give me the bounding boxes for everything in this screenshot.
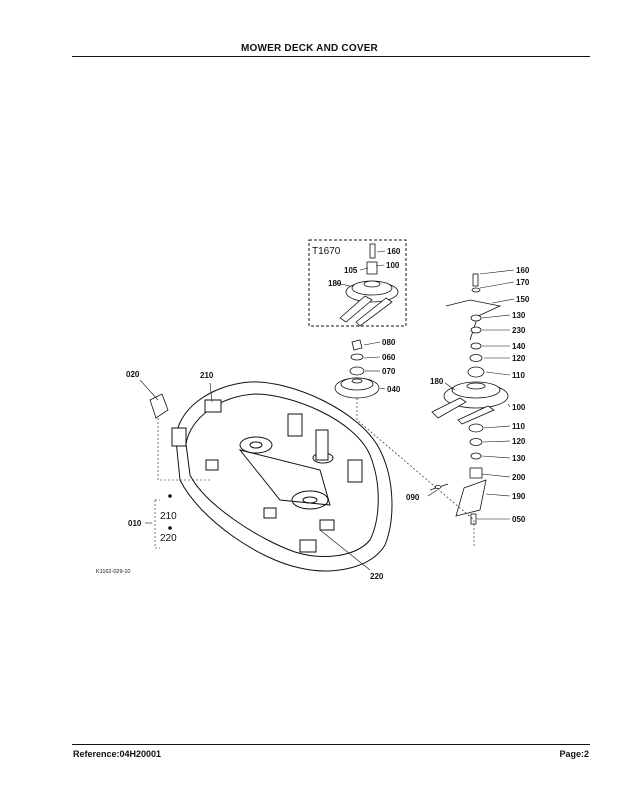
footer-rule [72, 744, 590, 745]
label-160b: 160 [516, 266, 530, 275]
right-spindle-stack [431, 273, 509, 525]
label-210b: 210 [160, 511, 177, 522]
label-010: 010 [128, 519, 142, 528]
pin-090 [429, 483, 449, 491]
label-140: 140 [512, 342, 526, 351]
dot-210 [168, 494, 172, 498]
label-110a: 110 [512, 371, 525, 380]
inset-code: T1670 [312, 246, 341, 257]
label-050: 050 [512, 515, 526, 524]
label-180b: 180 [430, 377, 444, 386]
label-070: 070 [382, 367, 396, 376]
label-100b: 100 [512, 403, 526, 412]
center-pulley-stack [334, 339, 380, 399]
label-120b: 120 [512, 437, 526, 446]
label-120a: 120 [512, 354, 526, 363]
label-110b: 110 [512, 422, 525, 431]
label-100a: 100 [386, 261, 400, 270]
label-090: 090 [406, 493, 420, 502]
dot-220 [168, 526, 172, 530]
inset-pulley [339, 243, 399, 327]
page-number: Page:2 [559, 749, 589, 759]
label-220a: 220 [160, 533, 177, 544]
header-rule [72, 56, 590, 57]
label-190: 190 [512, 492, 526, 501]
label-220b: 220 [370, 572, 384, 581]
label-080: 080 [382, 338, 396, 347]
leader-lines [139, 250, 515, 571]
figure-code: K1162-029-10 [96, 569, 130, 575]
label-040: 040 [387, 385, 401, 394]
label-210a: 210 [200, 371, 214, 380]
page-title: MOWER DECK AND COVER [241, 43, 378, 54]
mower-deck [171, 381, 393, 572]
bracket-020 [149, 393, 169, 419]
label-130b: 130 [512, 454, 526, 463]
label-160a: 160 [387, 247, 401, 256]
label-170: 170 [516, 278, 530, 287]
label-180a: 180 [328, 279, 342, 288]
label-230: 230 [512, 326, 526, 335]
reference-text: Reference:04H20001 [73, 749, 162, 759]
label-200: 200 [512, 473, 526, 482]
label-130a: 130 [512, 311, 526, 320]
label-105: 105 [344, 266, 358, 275]
inset-box [308, 239, 407, 327]
label-060: 060 [382, 353, 396, 362]
label-150: 150 [516, 295, 530, 304]
label-020: 020 [126, 370, 140, 379]
